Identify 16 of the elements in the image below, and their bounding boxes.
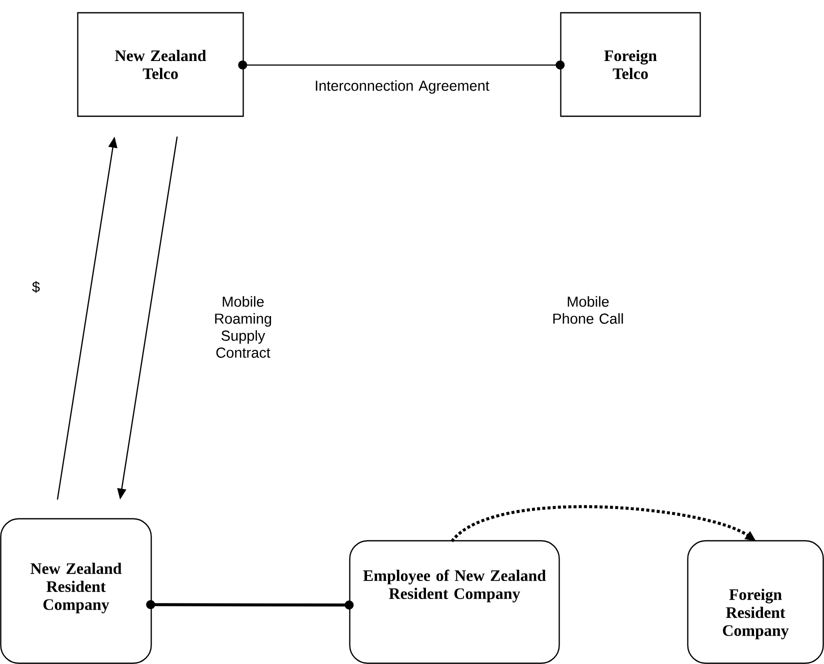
node-label: New Zealand Resident Company bbox=[30, 562, 122, 614]
rounded-box bbox=[687, 540, 824, 664]
node-label: Foreign Telco bbox=[604, 50, 657, 80]
node-label: Employee of New Zealand Resident Company bbox=[363, 570, 546, 602]
rounded-box bbox=[349, 540, 560, 664]
box bbox=[560, 12, 701, 117]
connector bbox=[146, 600, 354, 610]
connector bbox=[238, 60, 565, 70]
edge-label: $ bbox=[32, 281, 40, 293]
box bbox=[77, 12, 244, 117]
rounded-box bbox=[0, 518, 152, 664]
node-label: New Zealand Telco bbox=[115, 50, 206, 80]
edge-label: Mobile Roaming Supply Contract bbox=[215, 296, 272, 358]
note-text: Mobile Phone Call bbox=[553, 296, 623, 324]
edge-label: Interconnection Agreement bbox=[316, 80, 490, 94]
node-label: Foreign Resident Company bbox=[722, 588, 789, 640]
